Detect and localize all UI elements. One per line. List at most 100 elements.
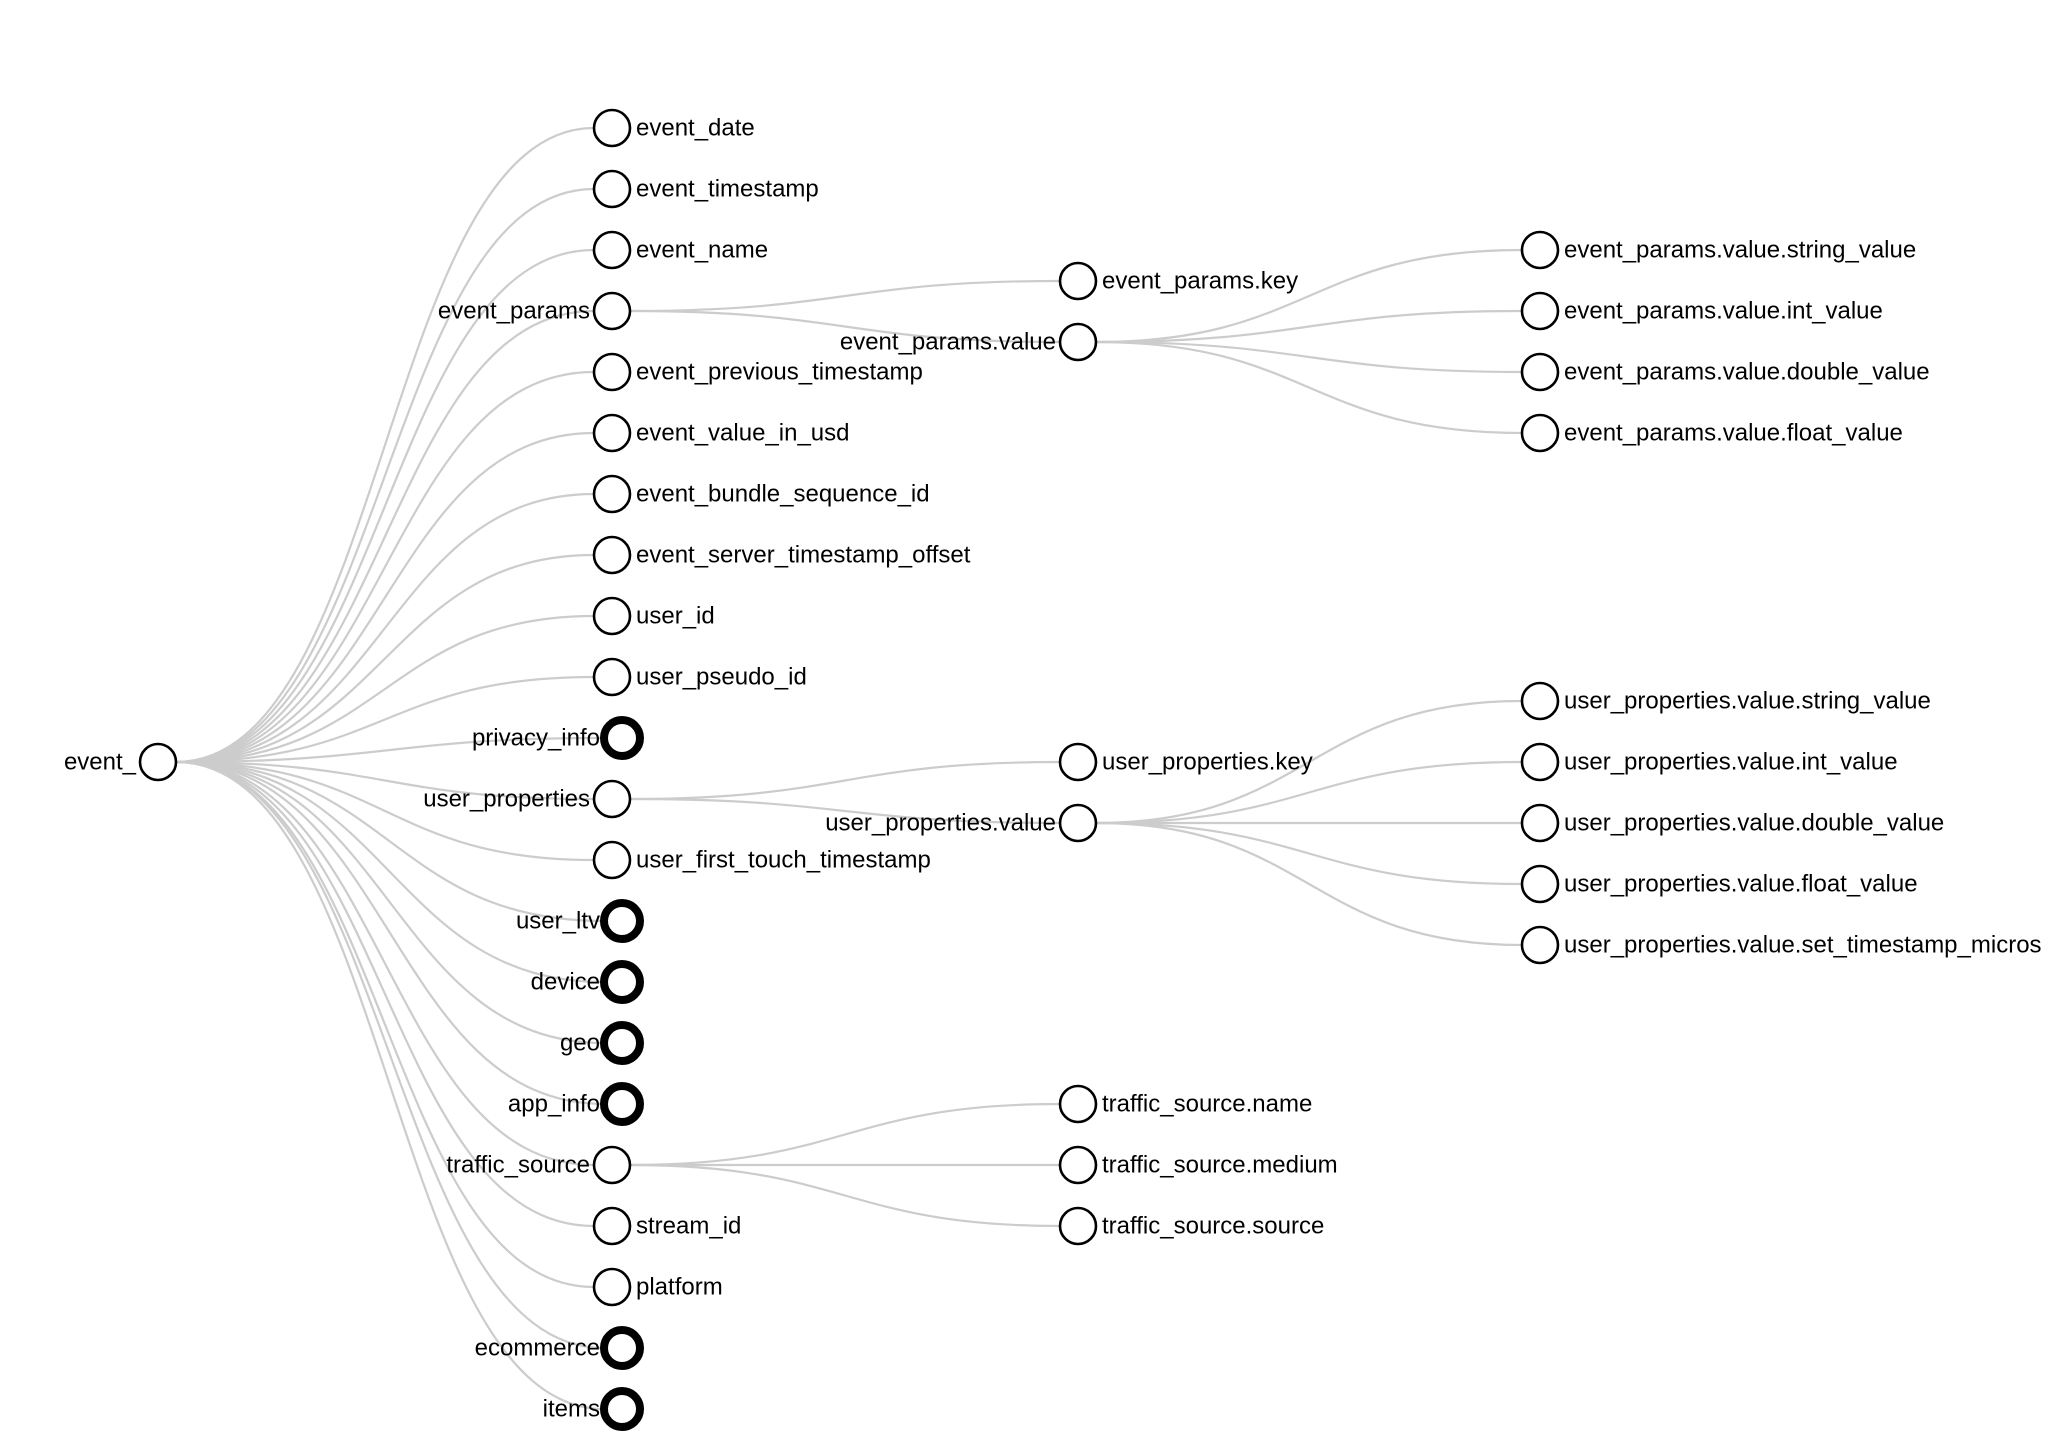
tree-node[interactable]: geo <box>560 1021 644 1065</box>
tree-node[interactable]: event_date <box>592 108 755 148</box>
node-circle[interactable] <box>138 742 178 782</box>
node-circle[interactable] <box>1520 864 1560 904</box>
collapsed-node-circle[interactable] <box>600 1326 644 1370</box>
node-circle[interactable] <box>1058 261 1098 301</box>
tree-node[interactable]: event_previous_timestamp <box>592 352 923 392</box>
tree-link <box>628 279 1062 313</box>
node-circle[interactable] <box>1520 413 1560 453</box>
node-circle[interactable] <box>592 1206 632 1246</box>
node-circle[interactable] <box>592 108 632 148</box>
tree-node[interactable]: user_pseudo_id <box>592 657 807 697</box>
node-circle[interactable] <box>1520 352 1560 392</box>
node-label: user_properties.value.double_value <box>1564 809 1944 836</box>
node-label: event_ <box>64 748 137 775</box>
node-circle[interactable] <box>592 535 632 575</box>
node-label: items <box>543 1395 600 1422</box>
node-circle[interactable] <box>592 413 632 453</box>
tree-node[interactable]: user_properties.key <box>1058 742 1313 782</box>
tree-node[interactable]: user_properties.value.set_timestamp_micr… <box>1520 925 2042 965</box>
node-label: event_params.value.int_value <box>1564 297 1883 324</box>
tree-link <box>174 675 596 764</box>
node-label: platform <box>636 1273 723 1300</box>
tree-node[interactable]: user_properties.value.float_value <box>1520 864 1918 904</box>
node-circle[interactable] <box>592 657 632 697</box>
tree-node[interactable]: traffic_source <box>446 1145 632 1185</box>
tree-node[interactable]: app_info <box>508 1082 644 1126</box>
tree-node[interactable]: event_params.value.float_value <box>1520 413 1903 453</box>
collapsed-node-circle[interactable] <box>600 1387 644 1431</box>
node-circle[interactable] <box>592 352 632 392</box>
tree-node[interactable]: ecommerce <box>475 1326 644 1370</box>
collapsed-node-circle[interactable] <box>600 899 644 943</box>
node-circle[interactable] <box>1058 1206 1098 1246</box>
tree-node[interactable]: user_properties.value.string_value <box>1520 681 1931 721</box>
node-circle[interactable] <box>592 169 632 209</box>
tree-node[interactable]: user_properties <box>423 779 632 819</box>
tree-link <box>1094 821 1524 947</box>
tree-node[interactable]: user_id <box>592 596 715 636</box>
tree-node[interactable]: event_bundle_sequence_id <box>592 474 930 514</box>
node-circle[interactable] <box>592 291 632 331</box>
node-label: user_pseudo_id <box>636 663 807 690</box>
tree-node[interactable]: user_first_touch_timestamp <box>592 840 931 880</box>
node-circle[interactable] <box>1058 742 1098 782</box>
tree-node[interactable]: user_properties.value <box>825 803 1098 843</box>
tree-node[interactable]: device <box>531 960 644 1004</box>
node-circle[interactable] <box>1520 230 1560 270</box>
node-circle[interactable] <box>1520 291 1560 331</box>
tree-link <box>1094 248 1524 344</box>
tree-link <box>1094 340 1524 374</box>
tree-node[interactable]: items <box>543 1387 644 1431</box>
node-circle[interactable] <box>592 840 632 880</box>
collapsed-node-circle[interactable] <box>600 716 644 760</box>
tree-node[interactable]: platform <box>592 1267 723 1307</box>
node-circle[interactable] <box>1058 1084 1098 1124</box>
tree-node[interactable]: event_params.value.double_value <box>1520 352 1930 392</box>
tree-link <box>628 1102 1062 1167</box>
tree-link <box>1094 821 1524 886</box>
tree-node[interactable]: event_params.value <box>840 322 1098 362</box>
node-circle[interactable] <box>592 474 632 514</box>
tree-node[interactable]: event_value_in_usd <box>592 413 850 453</box>
node-circle[interactable] <box>592 779 632 819</box>
collapsed-node-circle[interactable] <box>600 1082 644 1126</box>
collapsed-node-circle[interactable] <box>600 1021 644 1065</box>
node-circle[interactable] <box>1520 925 1560 965</box>
node-circle[interactable] <box>1058 803 1098 843</box>
tree-link <box>628 309 1062 344</box>
tree-node[interactable]: traffic_source.name <box>1058 1084 1312 1124</box>
tree-node[interactable]: event_params <box>438 291 632 331</box>
node-label: device <box>531 968 600 995</box>
node-circle[interactable] <box>592 230 632 270</box>
tree-node[interactable]: traffic_source.source <box>1058 1206 1324 1246</box>
node-circle[interactable] <box>1058 322 1098 362</box>
collapsed-node-circle[interactable] <box>600 960 644 1004</box>
tree-node[interactable]: user_properties.value.int_value <box>1520 742 1898 782</box>
node-circle[interactable] <box>592 596 632 636</box>
node-circle[interactable] <box>1058 1145 1098 1185</box>
links-layer <box>174 126 1524 1411</box>
node-circle[interactable] <box>1520 681 1560 721</box>
node-label: event_server_timestamp_offset <box>636 541 971 568</box>
tree-node[interactable]: event_ <box>64 742 178 782</box>
tree-node[interactable]: event_name <box>592 230 768 270</box>
node-circle[interactable] <box>1520 803 1560 843</box>
tree-node[interactable]: stream_id <box>592 1206 741 1246</box>
tree-node[interactable]: event_params.key <box>1058 261 1298 301</box>
node-circle[interactable] <box>592 1145 632 1185</box>
node-circle[interactable] <box>1520 742 1560 782</box>
tree-node[interactable]: traffic_source.medium <box>1058 1145 1338 1185</box>
tree-node[interactable]: user_ltv <box>516 899 644 943</box>
tree-node[interactable]: event_params.value.int_value <box>1520 291 1883 331</box>
node-circle[interactable] <box>592 1267 632 1307</box>
tree-link <box>174 760 606 1106</box>
tree-link <box>174 248 596 764</box>
tree-node[interactable]: event_params.value.string_value <box>1520 230 1916 270</box>
node-label: event_value_in_usd <box>636 419 850 446</box>
tree-node[interactable]: event_timestamp <box>592 169 819 209</box>
tree-node[interactable]: event_server_timestamp_offset <box>592 535 971 575</box>
node-label: event_params.value.double_value <box>1564 358 1930 385</box>
tree-node[interactable]: privacy_info <box>472 716 644 760</box>
tree-node[interactable]: user_properties.value.double_value <box>1520 803 1944 843</box>
